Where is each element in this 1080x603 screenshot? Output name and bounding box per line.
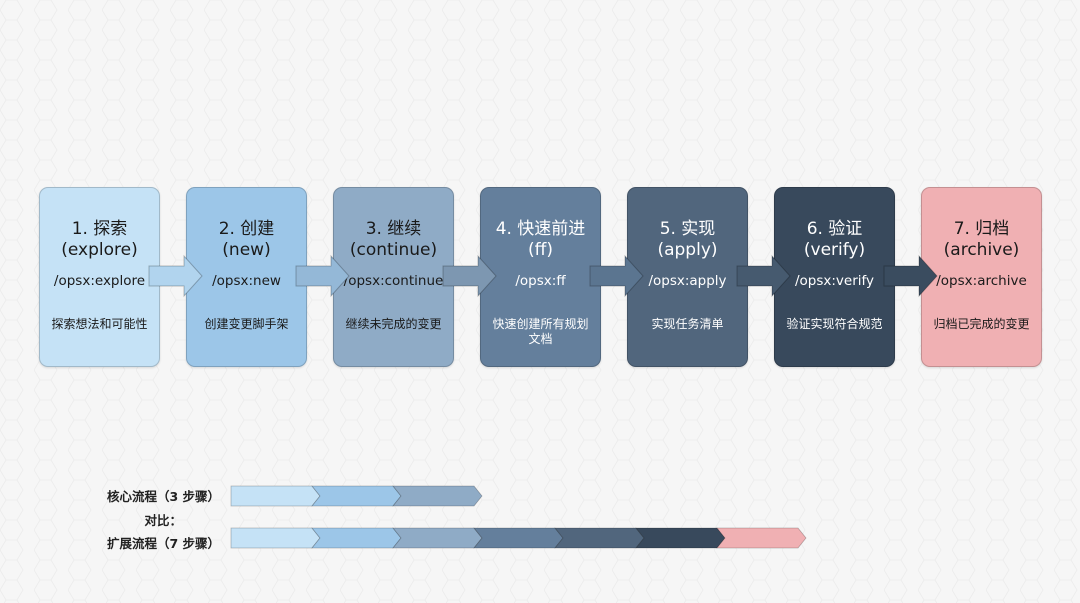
step-card-2: 2. 创建 (new) /opsx:new 创建变更脚手架 — [186, 187, 307, 367]
arrow-icon — [736, 254, 791, 298]
step-description: 归档已完成的变更 — [933, 317, 1030, 331]
step-command: /opsx:new — [212, 273, 281, 289]
extended-flow-label: 扩展流程（7 步骤） — [106, 536, 220, 551]
step-command: /opsx:continue — [343, 273, 444, 289]
arrow-icon — [442, 254, 497, 298]
step-title: 4. 快速前进 (ff) — [495, 219, 586, 260]
step-card-7: 7. 归档 (archive) /opsx:archive 归档已完成的变更 — [921, 187, 1042, 367]
core-flow-bar — [230, 485, 483, 507]
arrow-icon — [295, 254, 350, 298]
bar-segment — [230, 485, 321, 507]
step-command: /opsx:archive — [936, 273, 1027, 289]
step-command: /opsx:explore — [53, 273, 146, 289]
step-title: 2. 创建 (new) — [218, 219, 275, 260]
step-description: 继续未完成的变更 — [345, 317, 442, 331]
step-title: 5. 实现 (apply) — [657, 219, 718, 260]
arrow-icon — [148, 254, 203, 298]
arrow-icon — [589, 254, 644, 298]
step-card-5: 5. 实现 (apply) /opsx:apply 实现任务清单 — [627, 187, 748, 367]
bar-segment — [392, 527, 483, 549]
step-title: 7. 归档 (archive) — [943, 219, 1020, 260]
step-card-6: 6. 验证 (verify) /opsx:verify 验证实现符合规范 — [774, 187, 895, 367]
step-title: 3. 继续 (continue) — [349, 219, 438, 260]
comparison-label: 对比： — [144, 513, 182, 528]
step-card-1: 1. 探索 (explore) /opsx:explore 探索想法和可能性 — [39, 187, 160, 367]
bar-segment — [635, 527, 726, 549]
step-description: 实现任务清单 — [651, 317, 724, 331]
step-description: 验证实现符合规范 — [786, 317, 883, 331]
bar-segment — [716, 527, 807, 549]
step-description: 快速创建所有规划文档 — [492, 317, 589, 346]
extended-flow-bar — [230, 527, 807, 549]
core-flow-label: 核心流程（3 步骤） — [106, 489, 220, 504]
bar-segment — [230, 527, 321, 549]
step-command: /opsx:apply — [648, 273, 727, 289]
bar-segment — [311, 527, 402, 549]
step-title: 6. 验证 (verify) — [803, 219, 866, 260]
bar-segment — [473, 527, 564, 549]
step-command: /opsx:verify — [794, 273, 875, 289]
step-card-3: 3. 继续 (continue) /opsx:continue 继续未完成的变更 — [333, 187, 454, 367]
bar-segment — [554, 527, 645, 549]
step-title: 1. 探索 (explore) — [61, 219, 138, 260]
bar-segment — [392, 485, 483, 507]
step-card-4: 4. 快速前进 (ff) /opsx:ff 快速创建所有规划文档 — [480, 187, 601, 367]
arrow-icon — [883, 254, 938, 298]
step-description: 探索想法和可能性 — [51, 317, 148, 331]
bar-segment — [311, 485, 402, 507]
step-description: 创建变更脚手架 — [204, 317, 289, 331]
step-command: /opsx:ff — [515, 273, 566, 289]
